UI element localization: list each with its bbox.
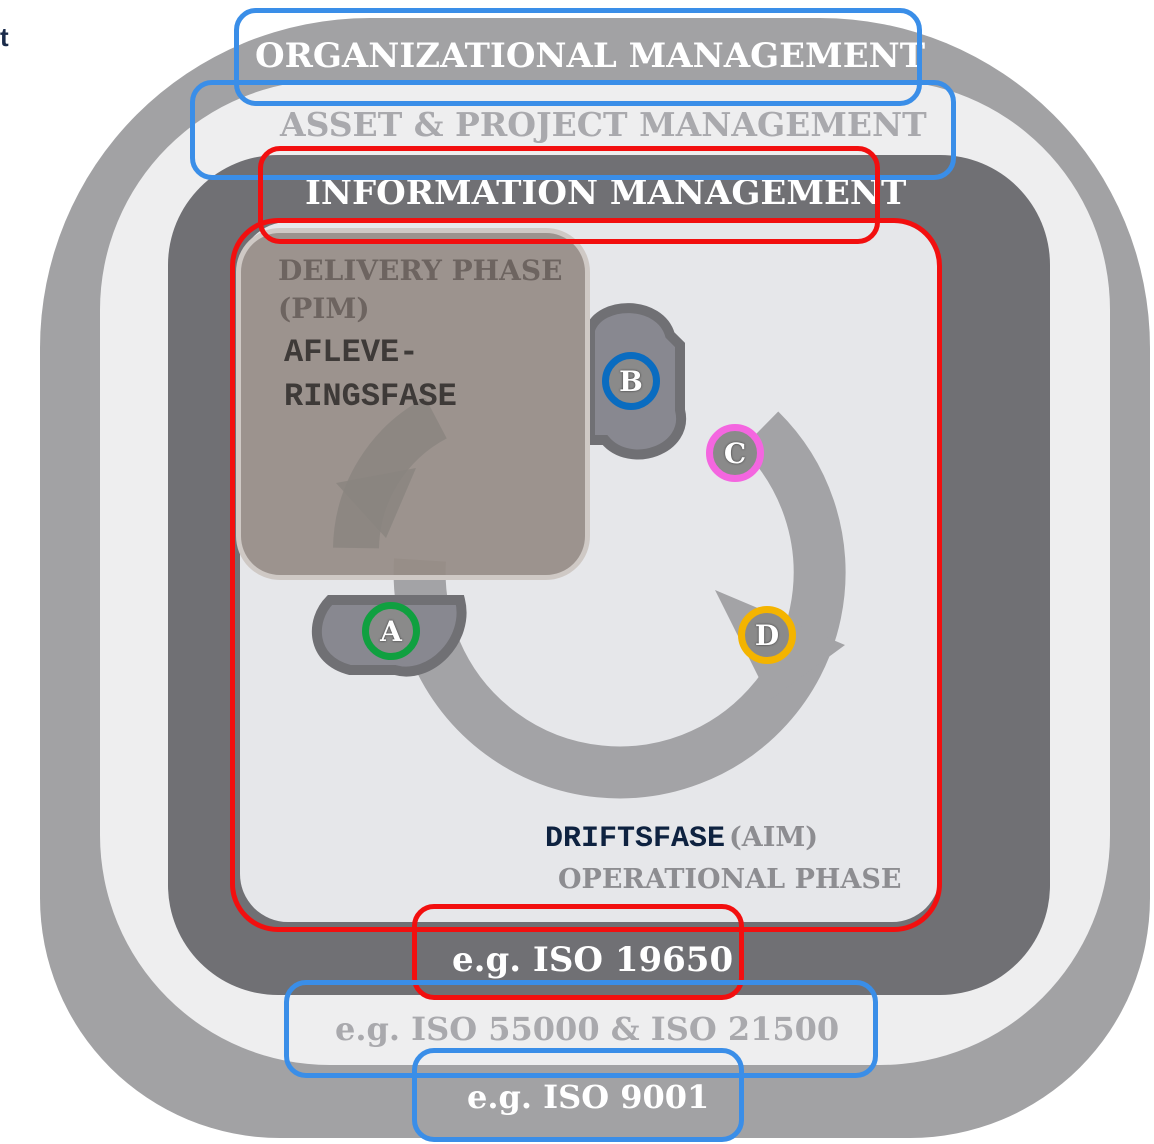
marker-d: D [738, 606, 796, 664]
marker-b: B [602, 352, 660, 410]
organizational-management-label: ORGANIZATIONAL MANAGEMENT [255, 36, 925, 76]
delivery-phase-pim: (PIM) [278, 292, 370, 325]
operational-phase-heading: DRIFTSFASE (AIM) [545, 822, 818, 856]
operational-danish-label: DRIFTSFASE [545, 822, 726, 856]
delivery-phase-title: DELIVERY PHASE [278, 254, 563, 287]
cycle-arrow-ring [393, 411, 846, 799]
highlight-iso-55000 [284, 980, 878, 1078]
highlight-iso-9001 [412, 1048, 744, 1142]
delivery-phase-box [236, 228, 590, 580]
marker-a: A [362, 602, 420, 660]
delivery-danish-line1: AFLEVE- [284, 334, 419, 371]
operational-phase-label: OPERATIONAL PHASE [558, 864, 902, 895]
marker-c: C [706, 424, 764, 482]
highlight-asset-project-management [190, 80, 956, 180]
highlight-information-management [258, 146, 880, 244]
iso-55000-label: e.g. ISO 55000 & ISO 21500 [335, 1010, 840, 1048]
iso-19650-label: e.g. ISO 19650 [452, 940, 734, 980]
delivery-danish-line2: RINGSFASE [284, 378, 457, 415]
highlight-operational-area [230, 218, 942, 932]
corner-text: t [0, 22, 9, 52]
asset-project-management-label: ASSET & PROJECT MANAGEMENT [280, 105, 927, 144]
delivery-inner-arrow [333, 397, 448, 550]
highlight-organizational-management [234, 8, 922, 106]
operational-aim-label: (AIM) [729, 822, 819, 853]
iso-9001-label: e.g. ISO 9001 [467, 1078, 710, 1116]
highlight-iso-19650 [412, 904, 744, 1000]
